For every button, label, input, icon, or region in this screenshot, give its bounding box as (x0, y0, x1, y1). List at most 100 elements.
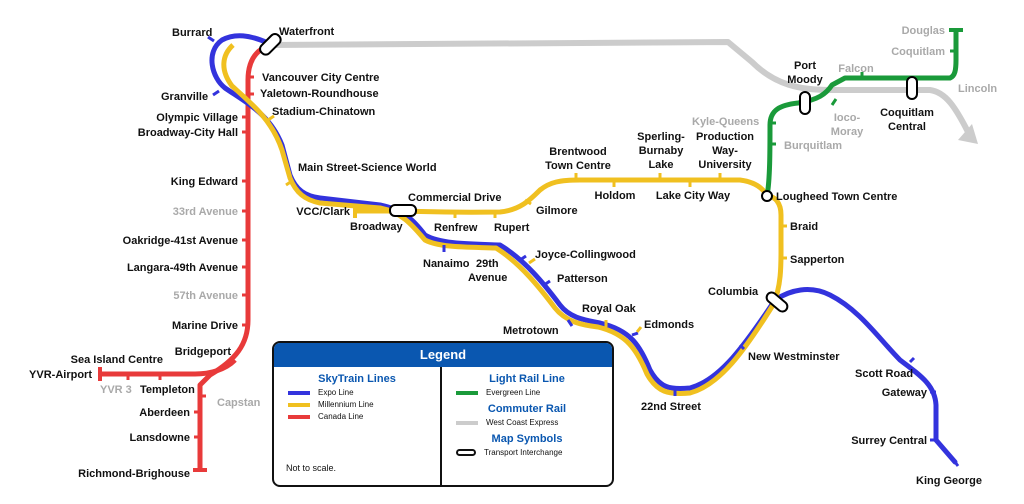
label-douglas[interactable]: Douglas (902, 25, 945, 37)
wce-swatch-icon (456, 420, 478, 425)
label-gateway[interactable]: Gateway (882, 387, 928, 399)
label-yvr-airport[interactable]: YVR-Airport (29, 369, 92, 381)
label-kyle-queens[interactable]: Kyle-Queens (692, 116, 759, 128)
label-production-3[interactable]: University (698, 159, 752, 171)
legend-evergreen-row: Evergreen Line (456, 388, 612, 397)
legend-light-rail-title: Light Rail Line (489, 373, 565, 385)
label-22nd-street[interactable]: 22nd Street (641, 401, 701, 413)
label-sea-island[interactable]: Sea Island Centre (71, 354, 163, 366)
label-olympic-village[interactable]: Olympic Village (156, 112, 238, 124)
legend-millennium-row: Millennium Line (288, 400, 440, 409)
label-lincoln[interactable]: Lincoln (958, 83, 997, 95)
label-commercial-drive[interactable]: Commercial Drive (408, 192, 502, 204)
label-ioco-1[interactable]: Ioco- (834, 112, 861, 124)
evergreen-swatch-icon (456, 390, 478, 395)
label-main-street[interactable]: Main Street-Science World (298, 162, 437, 174)
label-renfrew[interactable]: Renfrew (434, 222, 478, 234)
label-langara[interactable]: Langara-49th Avenue (127, 262, 238, 274)
label-braid[interactable]: Braid (790, 221, 818, 233)
label-sperling-3[interactable]: Lake (648, 159, 673, 171)
label-coquitlam[interactable]: Coquitlam (891, 46, 945, 58)
interchange-port-moody-icon (799, 91, 811, 115)
label-gilmore[interactable]: Gilmore (536, 205, 578, 217)
label-oakridge[interactable]: Oakridge-41st Avenue (123, 235, 238, 247)
legend-wce-label: West Coast Express (486, 418, 559, 427)
expo-swatch-icon (288, 390, 310, 395)
label-burquitlam[interactable]: Burquitlam (784, 140, 842, 152)
label-waterfront[interactable]: Waterfront (279, 26, 335, 38)
label-joyce[interactable]: Joyce-Collingwood (535, 249, 636, 261)
millennium-line-east (355, 177, 770, 215)
label-coquitlam-central-2[interactable]: Central (888, 121, 926, 133)
legend-interchange-label: Transport Interchange (484, 448, 563, 457)
label-33rd-avenue[interactable]: 33rd Avenue (173, 206, 238, 218)
label-sperling-1[interactable]: Sperling- (637, 131, 685, 143)
legend-canada-label: Canada Line (318, 412, 364, 421)
label-production-2[interactable]: Way- (712, 145, 738, 157)
label-brentwood-1[interactable]: Brentwood (549, 146, 606, 158)
legend-skytrain-column: SkyTrain Lines Expo Line Millennium Line… (274, 367, 442, 485)
label-edmonds[interactable]: Edmonds (644, 319, 694, 331)
label-patterson[interactable]: Patterson (557, 273, 608, 285)
legend-millennium-label: Millennium Line (318, 400, 374, 409)
legend-box: Legend SkyTrain Lines Expo Line Millenni… (272, 341, 614, 487)
label-stadium[interactable]: Stadium-Chinatown (272, 106, 376, 118)
label-burrard[interactable]: Burrard (172, 27, 212, 39)
label-vcc-clark[interactable]: VCC/Clark (296, 206, 351, 218)
label-broadway-city-hall[interactable]: Broadway-City Hall (138, 127, 238, 139)
legend-other-column: Light Rail Line Evergreen Line Commuter … (442, 367, 612, 485)
legend-commuter-title: Commuter Rail (487, 403, 567, 415)
label-richmond[interactable]: Richmond-Brighouse (78, 468, 190, 480)
label-scott-road[interactable]: Scott Road (855, 368, 913, 380)
label-aberdeen[interactable]: Aberdeen (139, 407, 190, 419)
label-new-westminster[interactable]: New Westminster (748, 351, 840, 363)
legend-canada-row: Canada Line (288, 412, 440, 421)
interchange-columbia-icon (765, 291, 789, 313)
legend-expo-label: Expo Line (318, 388, 354, 397)
label-nanaimo-2[interactable]: 29th (476, 258, 499, 270)
legend-note: Not to scale. (286, 463, 337, 473)
canada-line-airport-branch (100, 358, 237, 377)
label-king-edward[interactable]: King Edward (171, 176, 238, 188)
legend-evergreen-label: Evergreen Line (486, 388, 541, 397)
label-lake-city-way[interactable]: Lake City Way (656, 190, 731, 202)
legend-expo-row: Expo Line (288, 388, 440, 397)
label-sperling-2[interactable]: Burnaby (639, 145, 685, 157)
legend-title: Legend (274, 343, 612, 367)
label-lansdowne[interactable]: Lansdowne (129, 432, 190, 444)
label-granville[interactable]: Granville (161, 91, 208, 103)
label-coquitlam-central-1[interactable]: Coquitlam (880, 107, 934, 119)
legend-skytrain-title: SkyTrain Lines (318, 373, 396, 385)
label-king-george[interactable]: King George (916, 475, 982, 487)
label-capstan[interactable]: Capstan (217, 397, 261, 409)
label-marine-drive[interactable]: Marine Drive (172, 320, 238, 332)
label-royal-oak[interactable]: Royal Oak (582, 303, 637, 315)
label-holdom[interactable]: Holdom (595, 190, 636, 202)
label-surrey-central[interactable]: Surrey Central (851, 435, 927, 447)
label-57th-avenue[interactable]: 57th Avenue (173, 290, 238, 302)
label-falcon[interactable]: Falcon (838, 63, 874, 75)
interchange-waterfront-icon (259, 33, 282, 56)
label-templeton[interactable]: Templeton (140, 384, 195, 396)
label-rupert[interactable]: Rupert (494, 222, 530, 234)
label-yaletown[interactable]: Yaletown-Roundhouse (260, 88, 379, 100)
label-port-moody-1[interactable]: Port (794, 60, 816, 72)
station-labels: Burrard Waterfront Vancouver City Centre… (29, 25, 997, 487)
label-yvr3[interactable]: YVR 3 (100, 384, 132, 396)
label-brentwood-2[interactable]: Town Centre (545, 160, 611, 172)
label-port-moody-2[interactable]: Moody (787, 74, 823, 86)
label-production-1[interactable]: Production (696, 131, 754, 143)
label-broadway[interactable]: Broadway (350, 221, 403, 233)
interchange-coquitlam-central-icon (906, 76, 918, 100)
label-nanaimo-1[interactable]: Nanaimo (423, 258, 470, 270)
label-metrotown[interactable]: Metrotown (503, 325, 559, 337)
label-ioco-2[interactable]: Moray (831, 126, 864, 138)
legend-interchange-row: Transport Interchange (456, 448, 612, 457)
label-nanaimo-3[interactable]: Avenue (468, 272, 507, 284)
label-columbia[interactable]: Columbia (708, 286, 759, 298)
label-sapperton[interactable]: Sapperton (790, 254, 845, 266)
label-lougheed[interactable]: Lougheed Town Centre (776, 191, 897, 203)
label-vancouver-city-centre[interactable]: Vancouver City Centre (262, 72, 379, 84)
label-bridgeport[interactable]: Bridgeport (175, 346, 232, 358)
